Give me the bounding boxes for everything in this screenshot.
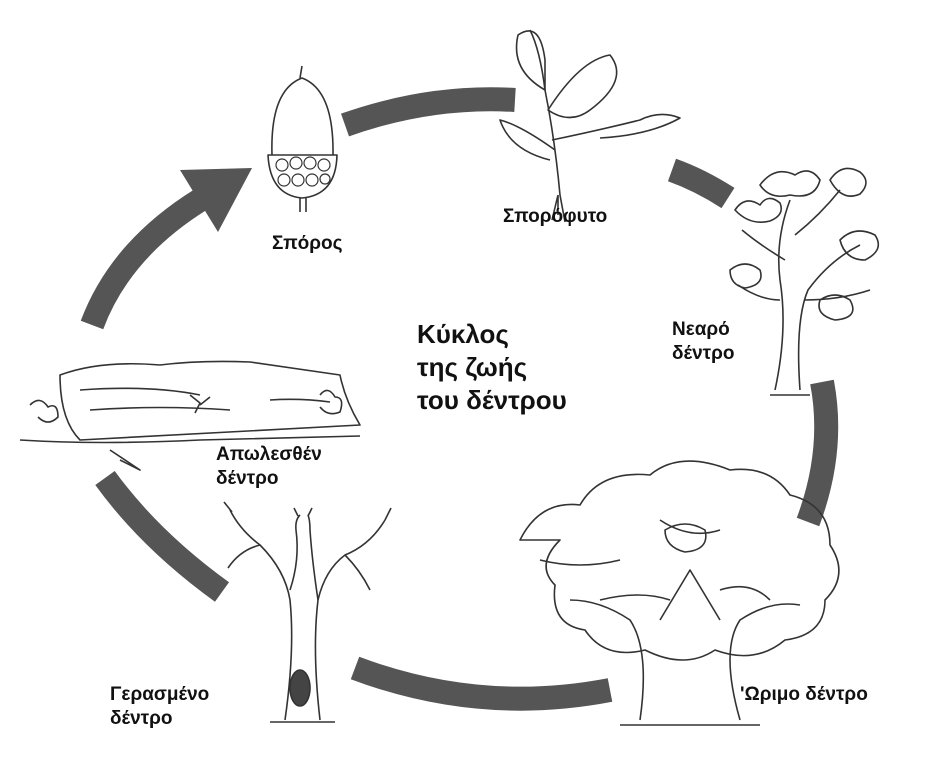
label-old-tree: Γερασμένο δέντρο: [110, 683, 209, 731]
label-line: Απωλεσθέν: [216, 444, 322, 465]
arrow-young-to-mature: [796, 379, 839, 527]
old-tree-drawing: [223, 501, 392, 723]
diagram-title: Κύκλος της ζωής του δέντρου: [417, 318, 567, 417]
label-line: Σπόρος: [272, 233, 343, 254]
arrow-seed-to-seedling: [341, 87, 516, 137]
cycle-arrows: [80, 87, 839, 711]
title-line: Κύκλος: [417, 319, 509, 349]
label-seedling: Σπορόφυτο: [503, 205, 607, 229]
label-line: 'Ωριμο δέντρο: [740, 684, 868, 705]
seedling-drawing: [499, 29, 681, 223]
label-line: δέντρο: [672, 343, 735, 364]
label-seed: Σπόρος: [272, 232, 342, 256]
label-line: δέντρο: [110, 708, 173, 729]
arrow-dead-to-seed: [80, 189, 207, 330]
label-line: Νεαρό: [672, 319, 730, 340]
arrow-seedling-to-young: [667, 158, 735, 209]
arrowhead-icon: [180, 168, 252, 232]
title-line: του δέντρου: [417, 385, 567, 415]
label-line: δέντρο: [216, 468, 279, 489]
title-line: της ζωής: [417, 352, 528, 382]
label-line: Σπορόφυτο: [503, 206, 608, 227]
arrow-mature-to-old: [350, 656, 613, 711]
young-tree-drawing: [729, 167, 880, 396]
label-young-tree: Νεαρό δέντρο: [672, 318, 735, 366]
label-dead-tree: Απωλεσθέν δέντρο: [216, 443, 322, 491]
label-line: Γερασμένο: [110, 684, 210, 705]
fallen-log-drawing: [19, 360, 361, 471]
acorn-seed-drawing: [267, 65, 338, 212]
arrow-old-to-dead: [95, 470, 230, 602]
mature-tree-drawing: [519, 460, 840, 726]
label-mature-tree: 'Ωριμο δέντρο: [740, 683, 868, 707]
